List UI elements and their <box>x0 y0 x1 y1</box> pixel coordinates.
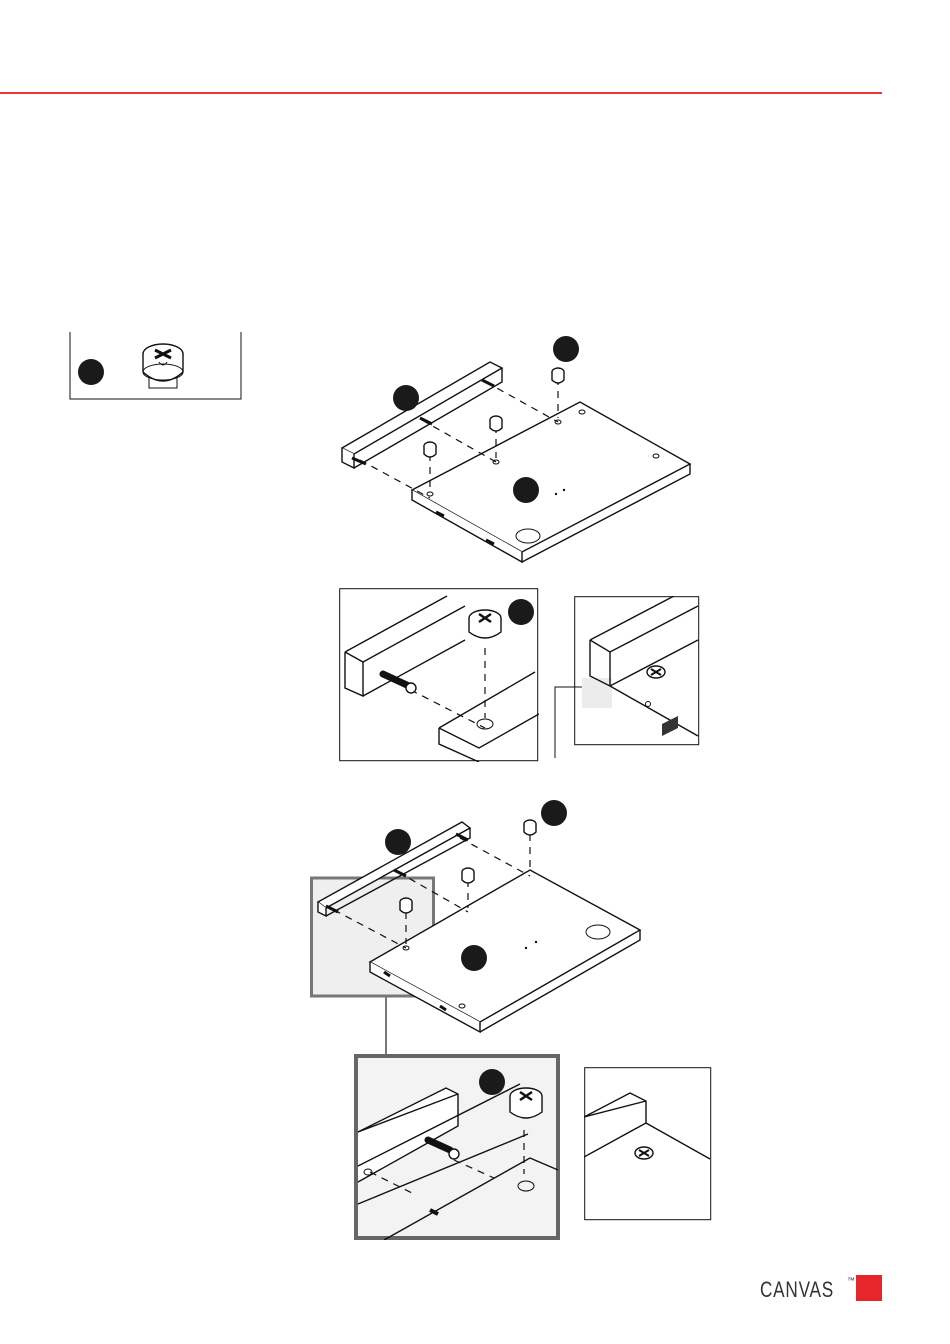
step-assembly-view-2 <box>310 796 650 1036</box>
step-result-view-2 <box>584 1067 712 1221</box>
step-detail-view-2 <box>354 1054 560 1240</box>
brand-trademark: ™ <box>847 1276 855 1285</box>
header-rule <box>0 92 882 94</box>
part-badge <box>78 359 104 385</box>
parts-legend-box <box>69 332 243 400</box>
callout-connector-2 <box>383 996 389 1058</box>
step-result-view-1 <box>574 596 700 746</box>
brand-name: CANVAS <box>760 1277 834 1303</box>
brand-square-icon <box>856 1275 882 1301</box>
step-assembly-view-1 <box>330 330 700 570</box>
cam-lock-icon <box>143 344 183 388</box>
brand-logo: CANVAS ™ <box>760 1276 855 1304</box>
step-detail-view-1 <box>339 588 539 762</box>
